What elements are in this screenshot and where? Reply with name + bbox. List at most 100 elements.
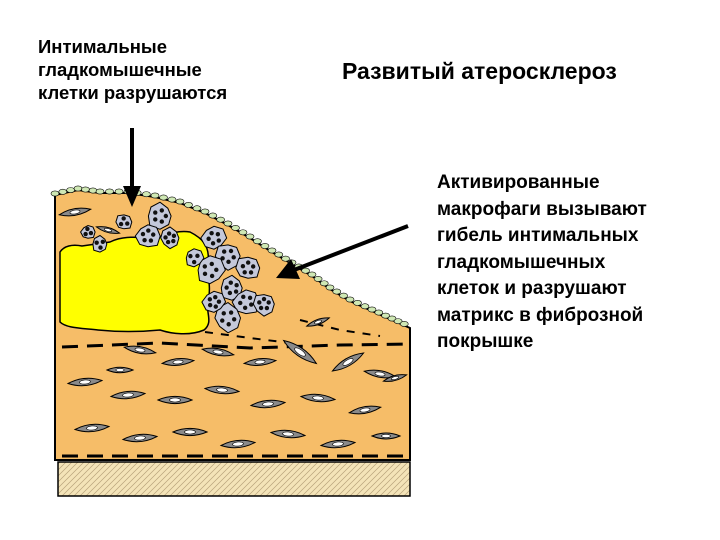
smooth-muscle-cell <box>382 374 408 382</box>
smooth-muscle-cell <box>331 352 365 372</box>
endothelial-cell <box>325 284 335 291</box>
endothelial-cell <box>267 247 277 254</box>
endothelial-cell <box>238 229 248 236</box>
endothelial-cell <box>367 306 377 313</box>
smooth-muscle-cells <box>57 207 408 449</box>
smooth-muscle-cell <box>156 395 194 405</box>
inner-cap-dashes <box>204 319 381 344</box>
smooth-muscle-cell <box>203 385 241 395</box>
endothelial-cell <box>167 196 177 203</box>
smooth-muscle-cell <box>122 345 158 355</box>
smooth-muscle-cell <box>105 366 135 374</box>
smooth-muscle-cell <box>269 429 307 439</box>
endothelial-cell <box>319 280 329 287</box>
smooth-muscle-cell <box>299 393 337 403</box>
smooth-muscle-cell <box>200 347 236 357</box>
macrophage <box>231 289 260 315</box>
right-label-line: матрикс в фиброзной <box>437 304 644 326</box>
macrophage <box>80 224 96 239</box>
endothelial-cell <box>88 187 98 194</box>
endothelial-cell <box>231 225 240 231</box>
smooth-muscle-cell <box>305 317 331 327</box>
endothelial-cell <box>253 238 262 245</box>
endothelial-cell <box>73 185 83 192</box>
lipid-core <box>59 230 211 335</box>
endothelial-cell <box>353 299 362 306</box>
left-label-line: клетки разрушаются <box>38 82 228 103</box>
endothelial-cell <box>381 312 390 319</box>
smooth-muscle-cell <box>73 423 111 433</box>
endothelial-cell <box>360 303 370 310</box>
macrophage <box>115 214 133 230</box>
activated-macrophages <box>80 201 275 334</box>
macrophage <box>147 201 172 230</box>
endothelial-cell <box>81 186 90 193</box>
smooth-muscle-cell <box>370 432 402 440</box>
endothelial-cell <box>95 188 105 195</box>
left-label-line: гладкомышечные <box>38 59 202 80</box>
endothelial-cell <box>114 188 124 195</box>
diagram-title: Развитый атеросклероз <box>342 58 617 84</box>
endothelial-cell <box>332 288 342 295</box>
endothelial-cell <box>105 188 114 195</box>
smooth-muscle-cell <box>347 405 383 415</box>
endothelial-cell <box>159 194 168 201</box>
smooth-muscle-cell <box>282 339 318 365</box>
left-label-line: Интимальные <box>38 36 168 57</box>
endothelial-cell <box>260 243 270 249</box>
smooth-muscle-cell <box>319 439 357 449</box>
smooth-muscle-cell <box>219 439 257 449</box>
endothelial-cell <box>223 220 233 227</box>
endothelial-cell <box>142 191 151 198</box>
right-label-line: Активированные <box>437 172 600 193</box>
endothelial-cell <box>281 255 290 262</box>
right-label-line: клеток и разрушают <box>437 278 627 299</box>
smooth-muscle-cell <box>160 358 196 366</box>
macrophage <box>197 255 226 285</box>
endothelial-cell <box>192 205 202 212</box>
right-label-line: гладкомышечных <box>437 251 606 273</box>
endothelial-cell <box>66 187 75 193</box>
endothelial-cell <box>150 192 160 199</box>
macrophage <box>185 248 205 268</box>
right-label-line: покрышке <box>437 331 534 352</box>
right-label-line: макрофаги вызывают <box>437 198 647 220</box>
endothelial-cell <box>374 309 384 316</box>
endothelial-cell <box>301 267 310 274</box>
endothelial-cell <box>245 233 255 240</box>
smooth-muscle-cell <box>121 433 159 443</box>
smooth-muscle-cell <box>109 390 147 400</box>
macrophage <box>214 302 242 334</box>
macrophage <box>235 256 261 279</box>
elastic-lamina-dashed <box>61 341 411 458</box>
macrophage <box>92 234 108 253</box>
endothelial-cell <box>387 315 397 322</box>
right-label: Активированные макрофаги вызывают гибель… <box>437 170 647 356</box>
macrophage <box>220 274 243 301</box>
endothelial-cell <box>307 271 317 278</box>
endothelial-cell <box>208 212 218 219</box>
endothelial-cell <box>216 216 225 223</box>
left-label: Интимальные гладкомышечные клетки разруш… <box>38 35 227 104</box>
endothelial-cell <box>175 198 185 205</box>
macrophage <box>134 224 161 248</box>
endothelial-cell <box>184 201 193 208</box>
right-label-line: гибель интимальных <box>437 225 639 246</box>
arrow-to-smooth-muscle-cells <box>123 128 141 207</box>
arrow-to-macrophages <box>276 224 409 279</box>
endothelial-cell <box>313 276 323 282</box>
macrophage <box>160 226 180 250</box>
endothelial-cell <box>50 190 60 197</box>
endothelial-cell <box>393 318 403 325</box>
macrophage <box>201 290 227 313</box>
smooth-muscle-cell <box>242 358 278 366</box>
macrophage <box>252 294 275 317</box>
smooth-muscle-cell <box>57 207 93 217</box>
smooth-muscle-cell <box>95 226 121 234</box>
smooth-muscle-cell <box>171 427 209 437</box>
smooth-muscle-cell <box>66 377 104 387</box>
endothelial-cell <box>399 321 409 327</box>
endothelial-cell <box>339 292 348 299</box>
smooth-muscle-cell <box>249 399 287 409</box>
